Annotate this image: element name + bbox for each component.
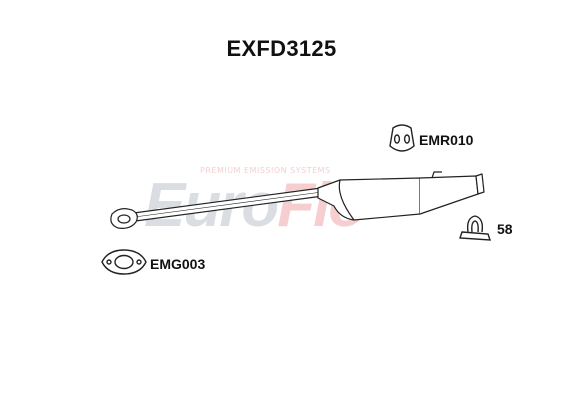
product-code-title: EXFD3125 [226, 36, 337, 61]
watermark-tagline: PREMIUM EMISSION SYSTEMS [200, 166, 331, 175]
clamp-part-code: 58 [497, 221, 513, 237]
rubber-mount-icon [389, 124, 415, 152]
u-clamp-icon [459, 215, 491, 241]
exhaust-pipe-assembly [110, 171, 485, 229]
gasket-part-code: EMG003 [150, 256, 206, 272]
mount-part-code: EMR010 [419, 132, 474, 148]
gasket-icon [101, 249, 147, 275]
